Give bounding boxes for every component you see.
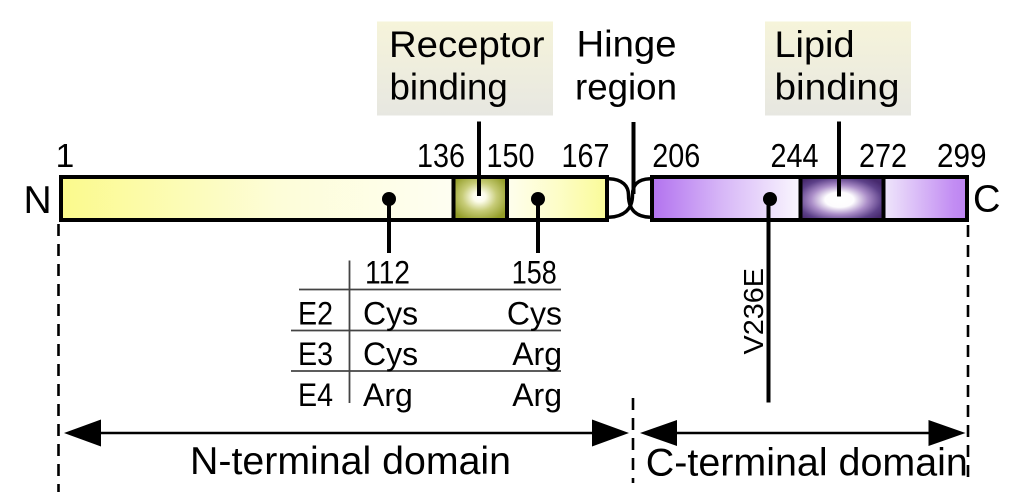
svg-text:Arg: Arg <box>512 377 562 413</box>
svg-text:binding: binding <box>775 67 900 108</box>
svg-text:V236E: V236E <box>738 268 769 355</box>
svg-text:Arg: Arg <box>512 336 562 372</box>
svg-text:206: 206 <box>652 138 700 175</box>
svg-text:Receptor: Receptor <box>389 24 545 65</box>
svg-text:C-terminal domain: C-terminal domain <box>646 442 968 485</box>
svg-text:Lipid: Lipid <box>775 24 855 65</box>
svg-text:136: 136 <box>417 138 465 175</box>
svg-text:Hinge: Hinge <box>577 24 677 65</box>
svg-text:112: 112 <box>365 255 410 291</box>
svg-text:E4: E4 <box>298 377 333 413</box>
svg-text:N: N <box>24 179 52 222</box>
svg-text:N-terminal domain: N-terminal domain <box>190 440 511 483</box>
svg-text:E3: E3 <box>298 336 333 372</box>
svg-text:Arg: Arg <box>363 377 413 413</box>
svg-text:299: 299 <box>937 138 987 175</box>
svg-text:Cys: Cys <box>507 295 562 331</box>
svg-text:binding: binding <box>390 67 508 108</box>
svg-text:E2: E2 <box>298 295 333 331</box>
svg-text:158: 158 <box>512 255 557 291</box>
svg-text:C: C <box>973 179 1000 221</box>
svg-text:244: 244 <box>771 138 819 175</box>
svg-text:1: 1 <box>56 138 75 175</box>
svg-text:region: region <box>575 67 677 108</box>
svg-text:Cys: Cys <box>363 336 418 372</box>
svg-text:272: 272 <box>859 138 907 175</box>
svg-text:167: 167 <box>562 138 610 175</box>
svg-text:Cys: Cys <box>363 295 418 331</box>
svg-text:150: 150 <box>487 138 535 175</box>
